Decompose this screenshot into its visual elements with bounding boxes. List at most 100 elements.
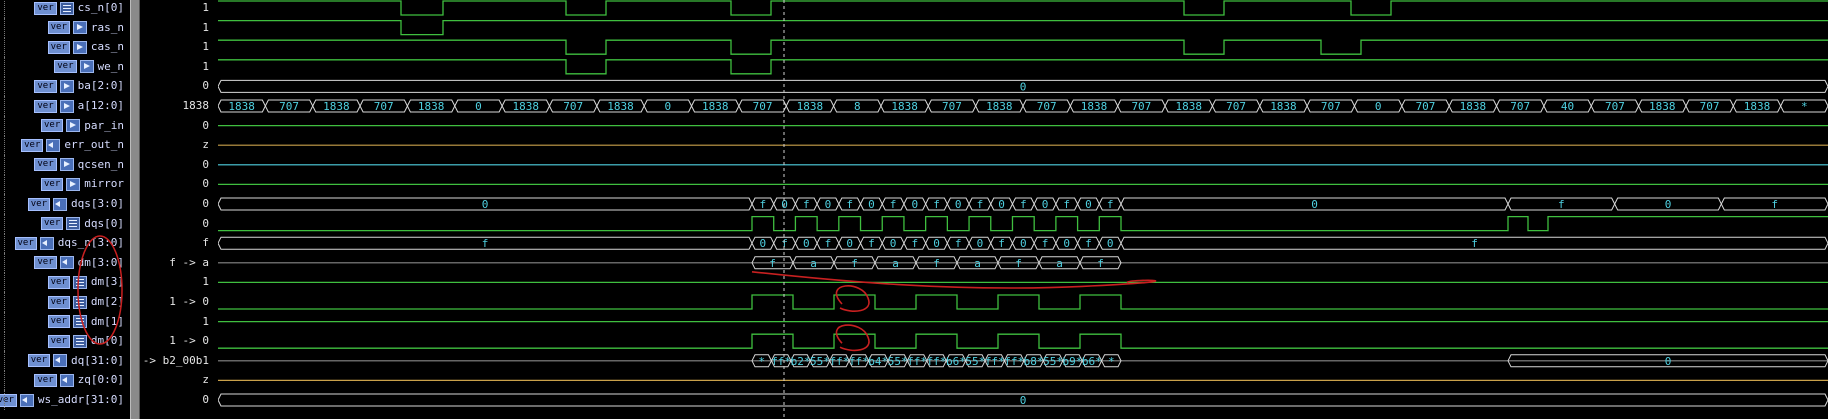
dm2-waveform [218,294,1828,310]
a-bus-label: 1838 [702,100,729,113]
a-bus-label: 8 [854,100,861,113]
dqs-bus-label: 0 [998,198,1005,211]
bus-icon [72,275,87,289]
dqs-bus-label: f [890,198,897,211]
tree-guide [4,154,7,175]
signal-name: ras_n [90,20,124,34]
tree-guide [4,213,7,234]
tree-guide [4,311,7,332]
a-bus-label: 1838 [228,100,255,113]
dqs-bus-label: f [977,198,984,211]
dqs-bus-label: 0 [1085,198,1092,211]
tree-guide [4,174,7,195]
dqs-bus-label: f [760,198,767,211]
a-bus-label: 707 [279,100,299,113]
dqs-bus-label: 0 [482,198,489,211]
a-bus-label: 1838 [418,100,445,113]
signal-name: dm[1] [90,314,124,328]
dqs-n-bus-label: f [998,237,1005,250]
bus-icon [72,334,87,348]
signal-name: dm[3] [90,275,124,289]
dq-bus-label: b6* [1082,355,1102,368]
signal-name: a[12:0] [77,99,124,112]
ver-tag: ver [34,1,57,15]
tree-guide [4,115,7,136]
cs-n-waveform [218,0,1828,16]
a-bus-label: 1838 [986,100,1013,113]
dm-bus-label: a [810,257,817,270]
tree-guide [4,331,7,352]
inout-icon [46,138,61,152]
dqs-bus-label: 0 [868,198,875,211]
output-arrow-icon [59,99,74,113]
dm-bus-label: f [769,257,776,270]
a-bus-label: 707 [1700,100,1720,113]
tree-guide [4,194,7,214]
signal-name: qcsen_n [77,157,124,171]
signal-value: 0 [202,393,209,406]
dqs-bus-label: f [1063,198,1070,211]
panel-splitter[interactable] [130,0,140,419]
dqs-n-bus-label: f [955,237,962,250]
output-arrow-icon [59,79,74,93]
dq-tail-bus-segment [1507,354,1828,368]
dqs-n-bus-label: 0 [890,237,897,250]
ver-tag: ver [40,217,64,231]
signal-name: ba[2:0] [77,79,124,93]
inout-icon [39,236,54,250]
dqs-bus-segment [1720,197,1828,211]
annotation-circle-dm2 [835,285,870,312]
tree-guide [4,292,7,312]
dq-bus-label: ff* [771,355,791,368]
a-bus-label: 0 [1375,100,1382,113]
tree-guide [4,76,7,97]
dm-bus-label: a [974,257,981,270]
a-bus-label: 707 [1416,100,1436,113]
signal-value: 1 [202,314,209,328]
dqs-n-bus-label: f [1042,237,1049,250]
signal-name: dqs[3:0] [71,197,124,210]
a-bus-label: 707 [1037,100,1057,113]
annotation-circle-dm0 [835,324,870,352]
dq-bus-label: 55* [965,355,985,368]
dqs-bus-label: 0 [825,198,832,211]
dm-bus-label: f [1097,257,1104,270]
ver-tag: ver [34,256,57,270]
output-arrow-icon [59,158,74,172]
signal-name: cas_n [90,40,124,54]
a-bus-label: 707 [1226,100,1246,113]
a-bus-label: 1838 [513,100,540,113]
a-bus-label: 707 [1510,100,1530,113]
a-bus-label: 0 [665,100,672,113]
tree-guide [4,233,7,254]
dqs-n-bus-label: f [868,237,875,250]
dq-bus-label: b2* [791,355,811,368]
a-bus-label: 1838 [797,100,824,113]
annotation-underline [751,271,1157,289]
signal-name: par_in [84,118,124,132]
dq-bus-label: b6* [946,355,966,368]
